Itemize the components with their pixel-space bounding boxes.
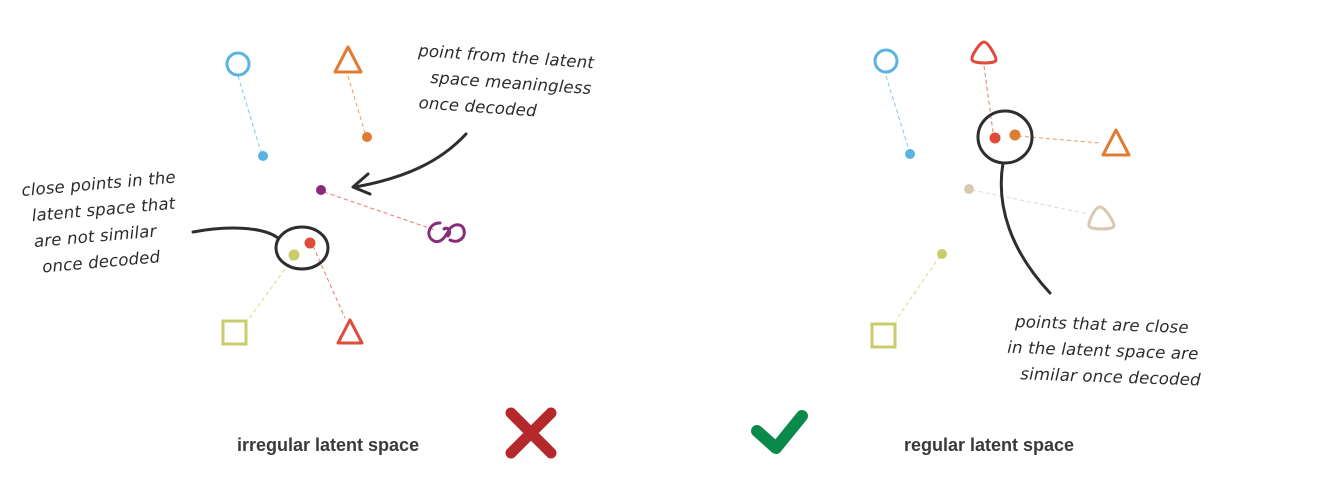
link-blue-right [885, 75, 910, 151]
decoded-circle-shape [225, 51, 251, 77]
annotation-point-text: point from the latent space meaningless … [417, 41, 595, 120]
decoded-triangle-beige-right-shape [1087, 205, 1116, 231]
latent-point-orange-right [1009, 129, 1021, 141]
decoded-triangle-orange-right-shape [1101, 128, 1131, 157]
latent-point-purple [316, 185, 326, 195]
link-orange [347, 75, 366, 134]
latent-point-red-right [989, 132, 1001, 144]
annotation-right-line-1: points that are close [1014, 312, 1189, 337]
link-red-right [983, 65, 994, 133]
latent-point-blue [258, 151, 268, 161]
annotation-right-line-2: in the latent space are [1007, 338, 1199, 364]
decoded-triangle-red-right-shape [970, 40, 998, 65]
link-lime [247, 257, 294, 321]
annotation-connector [191, 226, 280, 240]
annotation-close-text: close points in the latent space that ar… [21, 168, 177, 277]
annotation-point-line-1: point from the latent [417, 41, 595, 72]
annotation-close-line-3: are not similar [33, 221, 158, 251]
latent-point-lime-right [937, 249, 947, 259]
link-lime-right [895, 255, 941, 321]
cross-icon [505, 407, 557, 459]
annotation-right-line-3: similar once decoded [1020, 364, 1201, 389]
regular-caption: regular latent space [904, 435, 1074, 455]
decoded-triangle-shape [333, 45, 363, 74]
latent-point-beige-right [964, 184, 974, 194]
decoded-square-shape [221, 319, 248, 346]
meaningless-shape [427, 221, 466, 244]
decoded-triangle-red-shape [336, 318, 364, 345]
annotation-point-line-3: once decoded [418, 93, 538, 120]
annotation-connector-right [999, 161, 1052, 295]
arrow-head [351, 172, 372, 196]
close-points-ring [274, 225, 330, 271]
pointer-arrow [353, 132, 468, 189]
link-purple [323, 191, 436, 231]
latent-point-lime [288, 249, 300, 261]
latent-point-blue-right [905, 149, 915, 159]
decoded-circle-right-shape [873, 48, 899, 74]
annotation-point-line-2: space meaningless [430, 68, 592, 98]
irregular-panel: point from the latent space meaningless … [21, 41, 595, 459]
link-beige-right [971, 189, 1089, 215]
annotation-right-text: points that are close in the latent spac… [1007, 312, 1201, 390]
annotation-close-line-4: once decoded [41, 247, 161, 276]
link-red [312, 245, 346, 319]
decoded-square-right-shape [870, 322, 897, 349]
latent-point-orange [362, 132, 372, 142]
irregular-caption: irregular latent space [237, 435, 419, 455]
link-blue [237, 75, 262, 153]
close-points-ring-right [976, 109, 1034, 165]
annotation-close-line-2: latent space that [31, 194, 176, 226]
latent-point-red [304, 237, 316, 249]
regular-panel: points that are close in the latent spac… [751, 40, 1201, 455]
check-icon [751, 410, 808, 454]
